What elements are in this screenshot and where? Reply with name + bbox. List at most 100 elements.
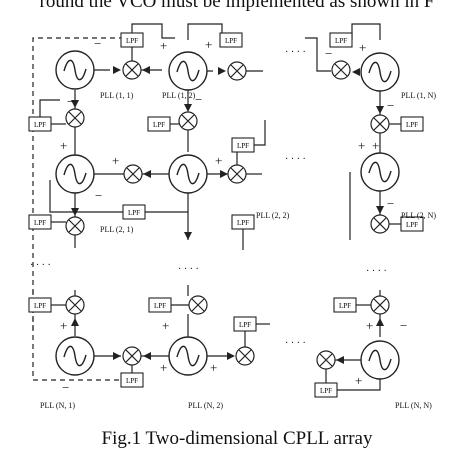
- vco-pll-1-1: [55, 50, 95, 90]
- wire: [351, 23, 381, 40]
- mixer-cross-icon: [334, 63, 348, 77]
- mixer-col1-r1: [65, 108, 85, 128]
- minus-sign: −: [387, 196, 394, 211]
- phase-detector-mixer: [331, 60, 351, 80]
- mixer-rowN-a: [122, 346, 142, 366]
- mixer-cross-icon: [373, 298, 387, 312]
- lpf-rect: [333, 297, 357, 313]
- arrow-to-mixer: [336, 356, 344, 364]
- phase-detector-mixer: [227, 61, 247, 81]
- lpf-rect: [231, 137, 255, 153]
- wire: [32, 37, 130, 330]
- arrow-to-mixer: [113, 352, 121, 360]
- arrow-down: [184, 104, 192, 112]
- wire: [337, 379, 381, 391]
- pll-label-N-N: PLL (N, N): [395, 401, 432, 410]
- lpf-label: LPF: [406, 221, 418, 229]
- minus-sign: −: [95, 188, 102, 203]
- mixer-colN-rN: [370, 295, 390, 315]
- vco-pll-1-2: [168, 51, 208, 91]
- vco-pll-2-2: [168, 154, 208, 194]
- arrow-to-mixer: [143, 352, 151, 360]
- vco-pll-2-1: [55, 154, 95, 194]
- mixer-cross-icon: [125, 349, 139, 363]
- mixer-rowN-b: [235, 346, 255, 366]
- wire: [49, 180, 123, 213]
- lpf-box: LPF: [147, 116, 171, 132]
- plus-sign: +: [358, 138, 365, 153]
- mixer-colN-r1: [370, 114, 390, 134]
- plus-sign: +: [160, 38, 167, 53]
- plus-sign: +: [366, 318, 373, 333]
- lpf-box: LPF: [329, 32, 353, 48]
- plus-sign: +: [160, 360, 167, 375]
- vco-pll-N-1: [55, 336, 95, 376]
- lpf-rect: [28, 116, 52, 132]
- lpf-box: LPF: [231, 137, 255, 153]
- wire: [254, 120, 266, 146]
- vco-pll-2-N: [360, 152, 400, 192]
- lpf-rect: [400, 216, 424, 232]
- lpf-label: LPF: [126, 37, 138, 45]
- plus-sign: +: [60, 318, 67, 333]
- lpf-label: LPF: [126, 377, 138, 385]
- arrow-down: [184, 232, 192, 240]
- lpf-label: LPF: [237, 142, 249, 150]
- lpf-label: LPF: [153, 121, 165, 129]
- lpf-label: LPF: [154, 302, 166, 310]
- plus-sign: +: [355, 373, 362, 388]
- mixer-rowN-c: [316, 350, 336, 370]
- arrow-down: [376, 106, 384, 114]
- lpf-label: LPF: [34, 121, 46, 129]
- vco-sine-icon: [63, 163, 87, 185]
- lpf-box: LPF: [28, 214, 52, 230]
- vco-sine-icon: [368, 349, 392, 371]
- lpf-box: LPF: [28, 297, 52, 313]
- arrow-to-mixer: [352, 68, 360, 76]
- ellipsis-col1: · · · ·: [30, 260, 51, 271]
- pll-label-1-N: PLL (1, N): [401, 91, 436, 100]
- mixer-col2-rN: [188, 295, 208, 315]
- plus-sign: +: [60, 138, 67, 153]
- lpf-rect: [314, 382, 338, 398]
- mixer-colN-r2: [370, 214, 390, 234]
- mixer-cross-icon: [230, 64, 244, 78]
- vco-pll-1-N: [360, 52, 400, 92]
- pll-label-2-2: PLL (2, 2): [256, 211, 290, 220]
- lpf-box: LPF: [28, 116, 52, 132]
- lpf-label: LPF: [237, 219, 249, 227]
- lpf-label: LPF: [335, 37, 347, 45]
- ellipsis-row2: · · · ·: [285, 154, 306, 165]
- arrow-to-mixer: [218, 67, 226, 75]
- ellipsis-rowN: · · · ·: [285, 338, 306, 349]
- lpf-label: LPF: [128, 209, 140, 217]
- lpf-rect: [233, 316, 257, 332]
- arrow-to-mixer: [113, 66, 121, 74]
- plus-sign: +: [205, 37, 212, 52]
- plus-sign: +: [210, 360, 217, 375]
- plus-sign: +: [359, 40, 366, 55]
- vco-pll-N-N: [360, 340, 400, 380]
- vco-sine-icon: [176, 163, 200, 185]
- arrow-up: [376, 318, 384, 326]
- pll-label-2-N: PLL (2, N): [401, 211, 436, 220]
- mixer-cross-icon: [126, 167, 140, 181]
- ellipsis-row1: · · · ·: [285, 47, 306, 58]
- lpf-rect: [28, 214, 52, 230]
- pll-label-N-1: PLL (N, 1): [40, 401, 75, 410]
- lpf-box: LPF: [314, 382, 338, 398]
- minus-sign: −: [400, 318, 407, 333]
- minus-sign: −: [387, 98, 394, 113]
- pll-label-2-1: PLL (2, 1): [100, 225, 134, 234]
- lpf-box: LPF: [120, 372, 144, 388]
- wire: [305, 37, 331, 72]
- mixer-cross-icon: [181, 114, 195, 128]
- mixer-col2-r1: [178, 111, 198, 131]
- vco-sine-icon: [176, 60, 200, 82]
- minus-sign: −: [195, 92, 202, 107]
- mixer-row2-a: [123, 164, 143, 184]
- mixer-cross-icon: [230, 167, 244, 181]
- lpf-label: LPF: [34, 302, 46, 310]
- lpf-rect: [219, 32, 243, 48]
